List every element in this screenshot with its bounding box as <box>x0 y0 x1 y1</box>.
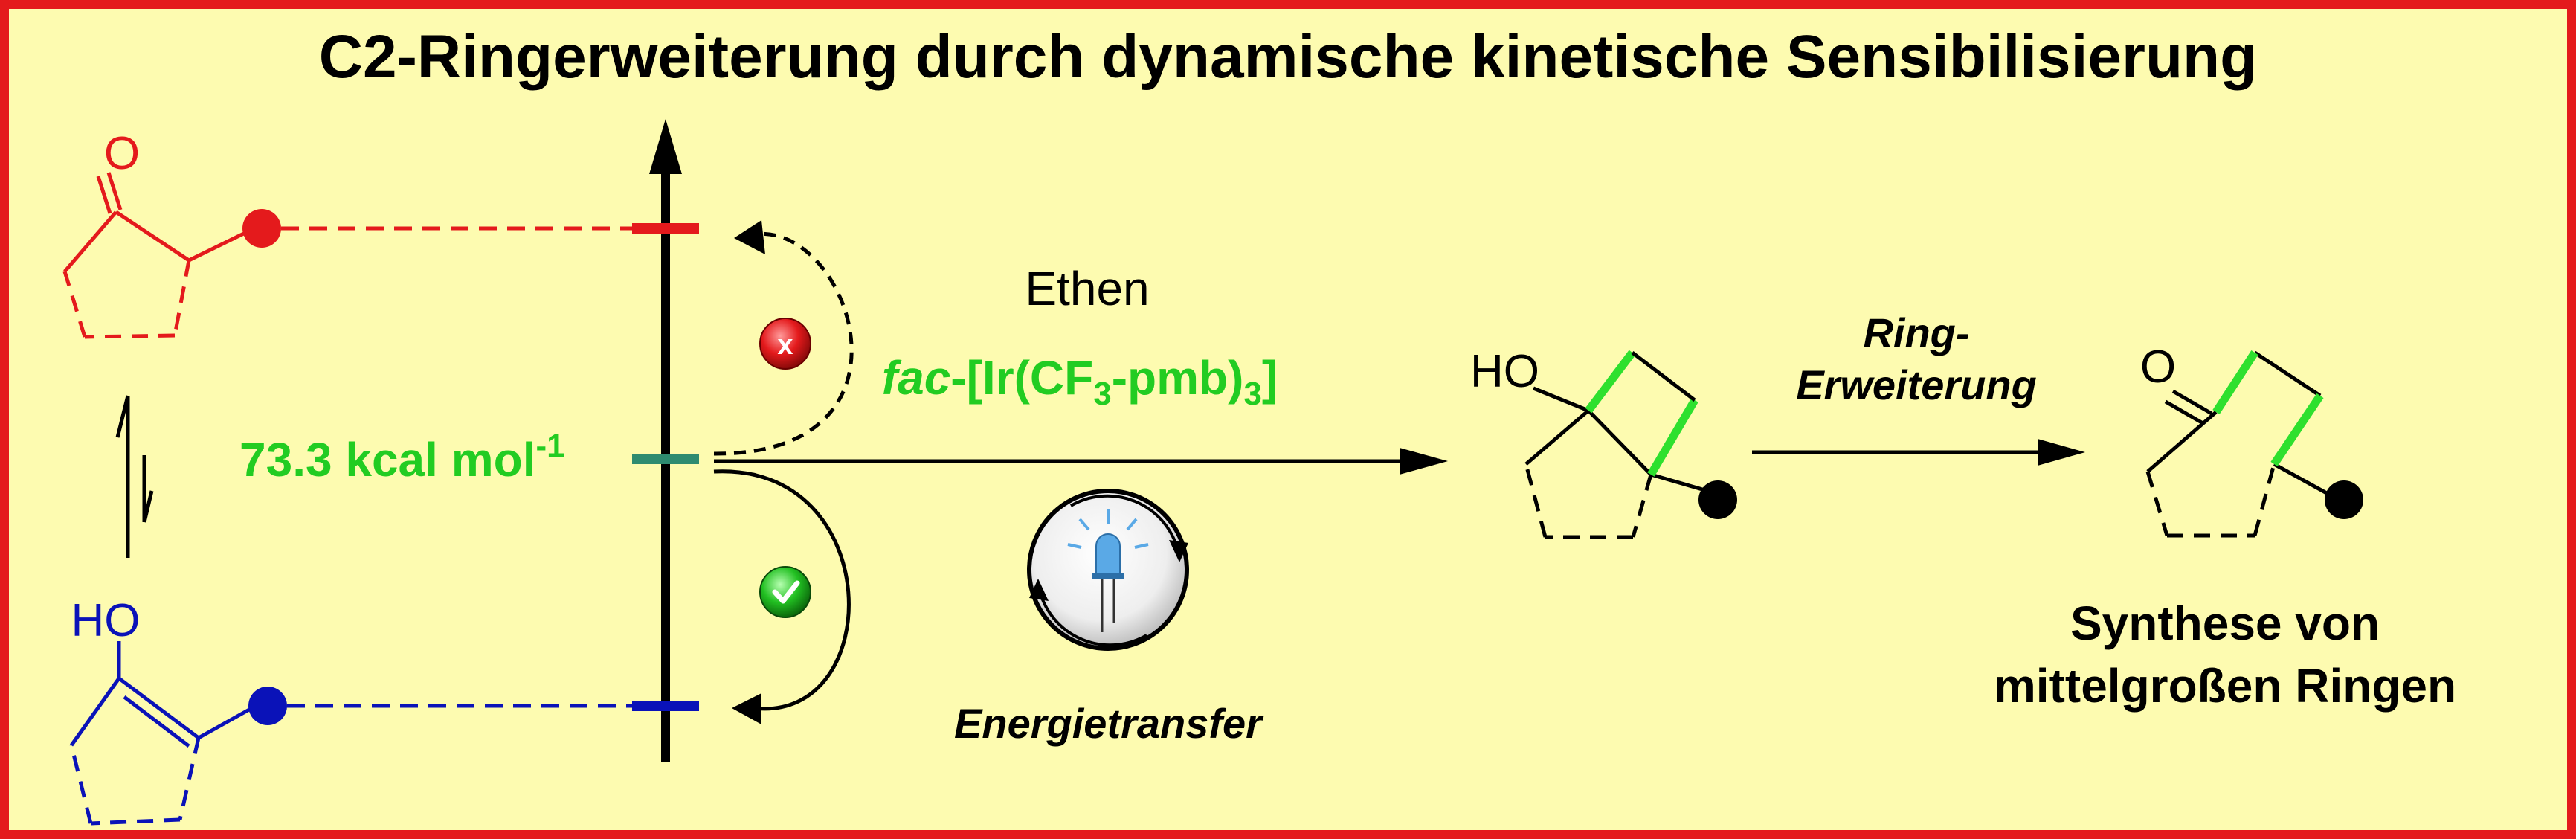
main-reaction-arrowhead <box>1400 448 1448 475</box>
enol-hydroxy-label: HO <box>71 595 141 646</box>
result-caption-line2: mittelgroßen Ringen <box>1994 659 2456 713</box>
ketone-structure <box>62 172 256 339</box>
result-caption-line1: Synthese von <box>2070 597 2380 650</box>
cyclobutanol-hydroxy-label: HO <box>1470 346 1539 397</box>
catalyst-part2: -pmb) <box>1112 351 1244 405</box>
svg-text:x: x <box>777 330 793 361</box>
cyclobutanol-substituent-dot <box>1698 480 1737 519</box>
medium-ring-structure <box>2145 350 2340 538</box>
ring-expansion-label-line2: Erweiterung <box>1796 361 2037 408</box>
ring-expansion-label-line1: Ring- <box>1863 309 1969 356</box>
ketone-oxygen-label: O <box>104 128 140 179</box>
mechanism-label: Energietransfer <box>954 700 1264 747</box>
catalyst-label: fac-[Ir(CF3-pmb)3] <box>882 351 1278 412</box>
ring-expansion-arrowhead <box>2038 439 2085 466</box>
cyclobutanol-structure <box>1524 386 1719 539</box>
enol-structure <box>69 641 257 826</box>
catalyst-sub1: 3 <box>1093 376 1111 412</box>
cyclobutanol-new-bonds <box>1585 350 1698 477</box>
tautomer-equilibrium-arrows <box>115 395 154 558</box>
ketone-substituent-dot <box>242 209 281 248</box>
triplet-energy-level <box>632 454 699 464</box>
ketone-energy-level <box>632 223 699 234</box>
scheme-title: C2-Ringerweiterung durch dynamische kine… <box>318 23 2258 91</box>
catalyst-part1: -[Ir(CF <box>950 351 1093 405</box>
energy-value: 73.3 kcal mol <box>239 433 535 486</box>
catalyst-prefix: fac <box>882 351 951 405</box>
allowed-transfer-curve <box>713 469 851 711</box>
energy-exponent: -1 <box>535 428 564 464</box>
catalyst-sub2: 3 <box>1243 376 1261 412</box>
check-badge-icon <box>759 566 811 618</box>
reaction-scheme: O HO 73.3 kcal mol- <box>62 119 2456 826</box>
blocked-transfer-curve <box>713 231 854 456</box>
enol-substituent-dot <box>248 687 287 725</box>
catalyst-part3: ] <box>1262 351 1278 405</box>
led-light-icon <box>1027 489 1189 651</box>
product-substituent-dot <box>2325 480 2363 519</box>
cyclobutane-bond <box>1631 351 1696 402</box>
energy-axis-arrowhead <box>649 119 682 174</box>
triplet-energy-label: 73.3 kcal mol-1 <box>239 428 565 486</box>
allowed-transfer-arrowhead <box>732 693 761 724</box>
medium-ring-new-bonds <box>2212 350 2324 467</box>
cross-badge-icon: x <box>759 318 811 370</box>
blocked-transfer-arrowhead <box>734 220 765 254</box>
reagent-label: Ethen <box>1025 262 1149 315</box>
enol-energy-level <box>632 701 699 711</box>
product-oxygen-label: O <box>2140 341 2176 393</box>
